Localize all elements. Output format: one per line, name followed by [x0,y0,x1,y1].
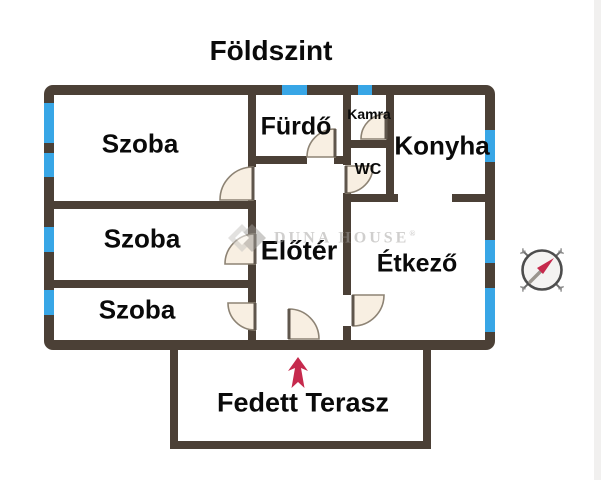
door-swing-arc-room1 [219,166,254,201]
interior-wall-bath-bottom-b [334,156,351,164]
room-label-etkezo: Étkező [376,249,458,278]
room-label-konyha: Konyha [394,130,490,161]
interior-wall-rooms-hall-b [248,200,256,236]
interior-wall-rooms-hall-d [248,330,256,340]
plan-title: Földszint [209,35,333,66]
window-marker [282,85,307,95]
interior-wall-room1-room2 [54,201,248,209]
interior-wall-hall-dining-b [343,193,351,295]
exterior-walls [44,85,495,350]
interior-wall-wc-bottom [343,194,398,202]
interior-wall-pantry-bottom [343,140,394,148]
interior-wall-bath-bottom-a [256,156,307,164]
door-swing-arc-bathroom [306,128,336,158]
room-label-kamra: Kamra [347,106,391,122]
room-label-eloter: Előtér [260,235,338,266]
interior-wall-hall-dining-c [343,326,351,340]
interior-wall-rooms-hall-a [248,95,256,167]
window-marker [485,288,495,332]
door-swing-arc-room2 [224,233,256,265]
window-marker [44,227,54,252]
door-swing-arc-pantry [360,113,387,140]
room-label-szoba-2: Szoba [103,223,181,254]
interior-wall-room2-room3 [54,280,248,288]
door-swing-arc-dining [352,294,385,327]
interior-wall-kitchen-dining-stub [452,194,493,202]
compass-rose-icon [519,248,565,292]
door-swing-arc-room3 [227,302,256,331]
door-swing-arc-entrance [288,308,320,340]
room-label-fedett-terasz: Fedett Terasz [216,387,390,418]
interior-wall-hall-pantry-a [343,95,351,165]
window-marker [44,290,54,315]
window-marker [44,103,54,143]
room-label-szoba-1: Szoba [101,128,179,159]
page-edge-shadow [594,0,601,480]
window-marker [358,85,372,95]
window-marker [44,153,54,177]
entrance-arrow-up-icon [288,357,308,388]
room-label-furdo: Fürdő [260,112,332,141]
room-label-wc: WC [354,161,382,178]
window-marker [485,130,495,162]
room-label-szoba-3: Szoba [98,294,176,325]
interior-wall-rooms-hall-c [248,264,256,303]
window-marker [485,240,495,263]
